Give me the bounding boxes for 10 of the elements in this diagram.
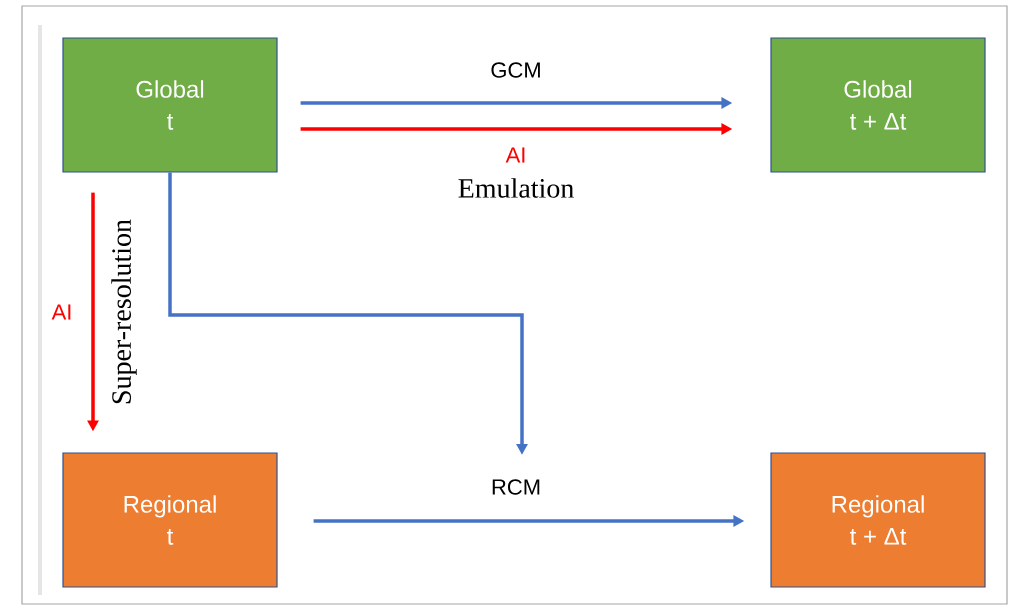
text-label: Super-resolution xyxy=(111,219,137,404)
edge-label: GCM xyxy=(489,61,543,79)
process-box: Global t + Δt xyxy=(770,37,986,173)
edge-label: AI xyxy=(504,146,528,164)
process-box: Regional t xyxy=(62,452,278,588)
process-box: Global t xyxy=(62,37,278,173)
edge-label: AI xyxy=(50,303,74,321)
process-box: Regional t + Δt xyxy=(770,452,986,588)
edge-label: RCM xyxy=(489,478,543,496)
text-label: Emulation xyxy=(458,178,574,198)
